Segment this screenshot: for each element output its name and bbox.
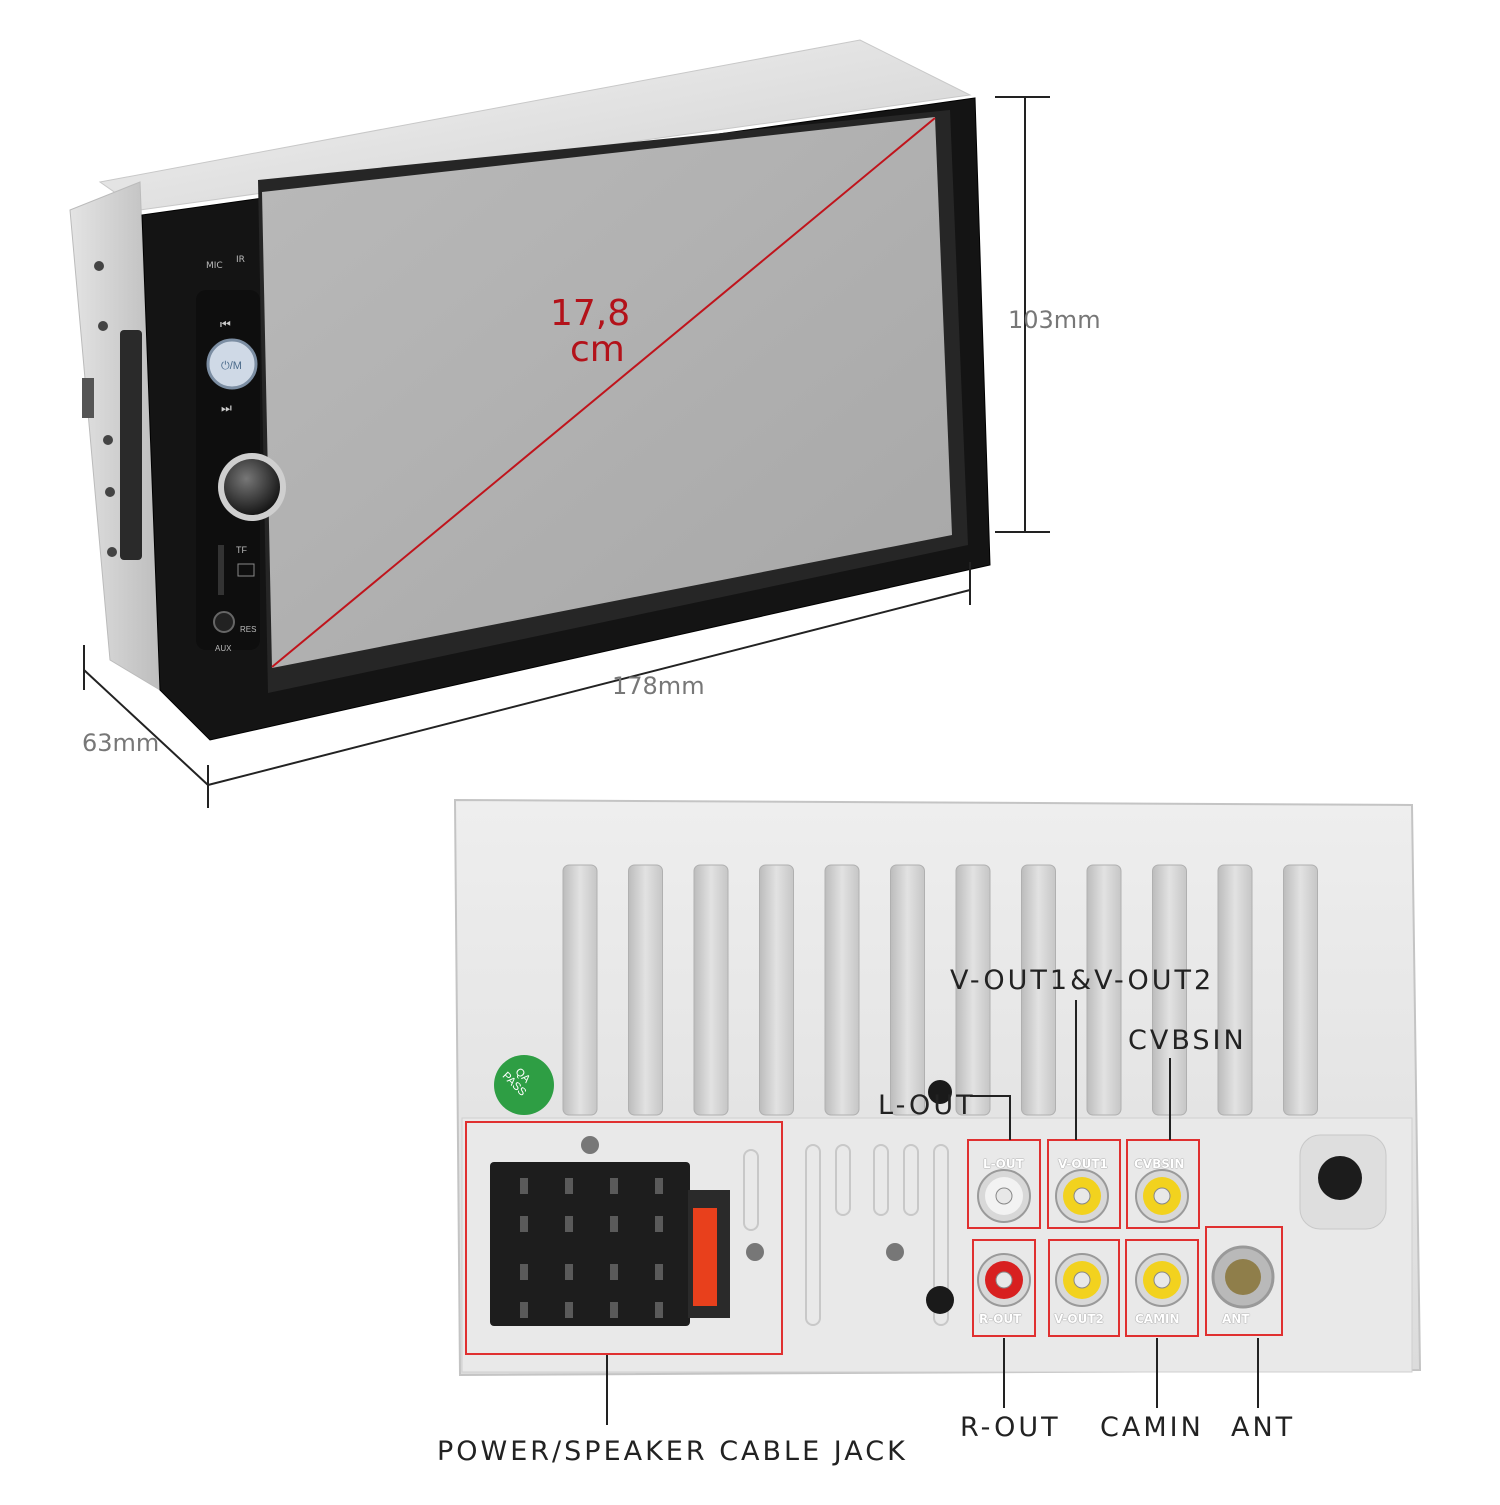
connector-pin — [520, 1302, 528, 1318]
diagonal-value: 17,8 — [550, 293, 631, 334]
res-label: RES — [240, 625, 256, 634]
rca-l-out-pin — [995, 1187, 1013, 1205]
prev-track-icon[interactable]: ⏮ — [220, 317, 231, 331]
screw — [746, 1243, 764, 1261]
mounting-hole — [1318, 1156, 1362, 1200]
next-track-icon[interactable]: ⏭ — [221, 401, 232, 415]
connector-pin — [520, 1178, 528, 1194]
heatsink-fin — [562, 864, 598, 1116]
tf-label: TF — [236, 545, 247, 555]
height-label: 103mm — [1008, 306, 1101, 334]
connector-pin — [610, 1216, 618, 1232]
antenna-socket-core — [1225, 1259, 1261, 1295]
width-label: 178mm — [612, 672, 705, 700]
jack-label-camin: CAMIN — [1135, 1312, 1180, 1326]
diagonal-unit: cm — [570, 329, 625, 370]
callout-power-speaker: POWER/SPEAKER CABLE JACK — [437, 1436, 908, 1467]
connector-pin — [655, 1302, 663, 1318]
touch-screen — [262, 117, 952, 668]
jack-label-r-out: R-OUT — [979, 1312, 1022, 1326]
side-bracket — [120, 330, 142, 560]
depth-label: 63mm — [82, 729, 160, 757]
connector-pin — [610, 1264, 618, 1280]
vent-slots — [743, 1144, 949, 1326]
callout-camin: CAMIN — [1100, 1412, 1204, 1443]
jack-label-l-out: L-OUT — [983, 1157, 1024, 1171]
callout-v-out: V-OUT1&V-OUT2 — [950, 965, 1215, 996]
qa-pass-badge — [494, 1055, 554, 1115]
rca-jacks — [977, 1169, 1189, 1307]
heatsink-fin — [1217, 864, 1253, 1116]
heatsink-fin — [824, 864, 860, 1116]
diagonal-line — [271, 117, 936, 668]
rca-v-out2-pin — [1073, 1271, 1091, 1289]
aux-jack[interactable] — [926, 1286, 954, 1314]
power-connector[interactable] — [490, 1162, 730, 1326]
jack-label-v-out1: V-OUT1 — [1058, 1157, 1108, 1171]
rca-v-out1-pin — [1073, 1187, 1091, 1205]
jack-label-cvbsin: CVBSIN — [1134, 1157, 1185, 1171]
connector-pin — [655, 1264, 663, 1280]
connector-pin — [655, 1216, 663, 1232]
tf-slot-icon — [237, 563, 255, 577]
connector-pin — [610, 1178, 618, 1194]
fuse — [693, 1208, 717, 1306]
connector-pin — [520, 1216, 528, 1232]
head-unit-rear — [453, 798, 1422, 1377]
connector-pin — [565, 1216, 573, 1232]
highlight-boxes — [465, 1121, 1283, 1355]
jack-label-ant: ANT — [1222, 1312, 1250, 1326]
head-unit-front: MIC IR ⏮ ⏻/M ⏭ TF RES AUX — [69, 39, 991, 741]
heatsink-fins — [562, 864, 1318, 1116]
mic-jack[interactable] — [928, 1080, 952, 1104]
volume-knob[interactable] — [224, 459, 280, 515]
heatsink-fin — [890, 864, 925, 1116]
callout-ant: ANT — [1231, 1412, 1296, 1443]
heatsink-fin — [693, 864, 729, 1116]
power-button[interactable] — [206, 338, 258, 390]
heatsink-fin — [955, 864, 991, 1116]
rca-cvbsin-pin — [1153, 1187, 1171, 1205]
callout-l-out: L-OUT — [878, 1090, 976, 1121]
connector-pin — [565, 1302, 573, 1318]
heatsink-fin — [1086, 864, 1122, 1116]
screw — [581, 1136, 599, 1154]
power-mode-icon: ⏻/M — [221, 360, 242, 372]
ir-label: IR — [236, 255, 245, 265]
heatsink-fin — [759, 864, 794, 1116]
mic-label: MIC — [206, 261, 223, 271]
heatsink-fin — [1021, 864, 1056, 1116]
connector-pin — [565, 1178, 573, 1194]
callout-r-out: R-OUT — [960, 1412, 1061, 1443]
callout-lines — [606, 1000, 1259, 1425]
screw — [886, 1243, 904, 1261]
connector-pin — [565, 1264, 573, 1280]
aux-label: AUX — [215, 644, 232, 653]
control-strip: MIC IR ⏮ ⏻/M ⏭ TF RES AUX — [196, 255, 286, 653]
jack-label-v-out2: V-OUT2 — [1054, 1312, 1104, 1326]
heatsink-fin — [628, 864, 663, 1116]
rca-r-out-pin — [995, 1271, 1013, 1289]
rca-camin-pin — [1153, 1271, 1171, 1289]
dimension-lines — [83, 96, 1050, 808]
connector-pin — [655, 1178, 663, 1194]
callout-cvbsin: CVBSIN — [1128, 1025, 1247, 1056]
side-slot — [82, 378, 94, 418]
heatsink-fin — [1283, 864, 1318, 1116]
connector-pin — [610, 1302, 618, 1318]
connector-pin — [520, 1264, 528, 1280]
aux-port[interactable] — [213, 611, 235, 633]
card-slot[interactable] — [218, 545, 224, 595]
